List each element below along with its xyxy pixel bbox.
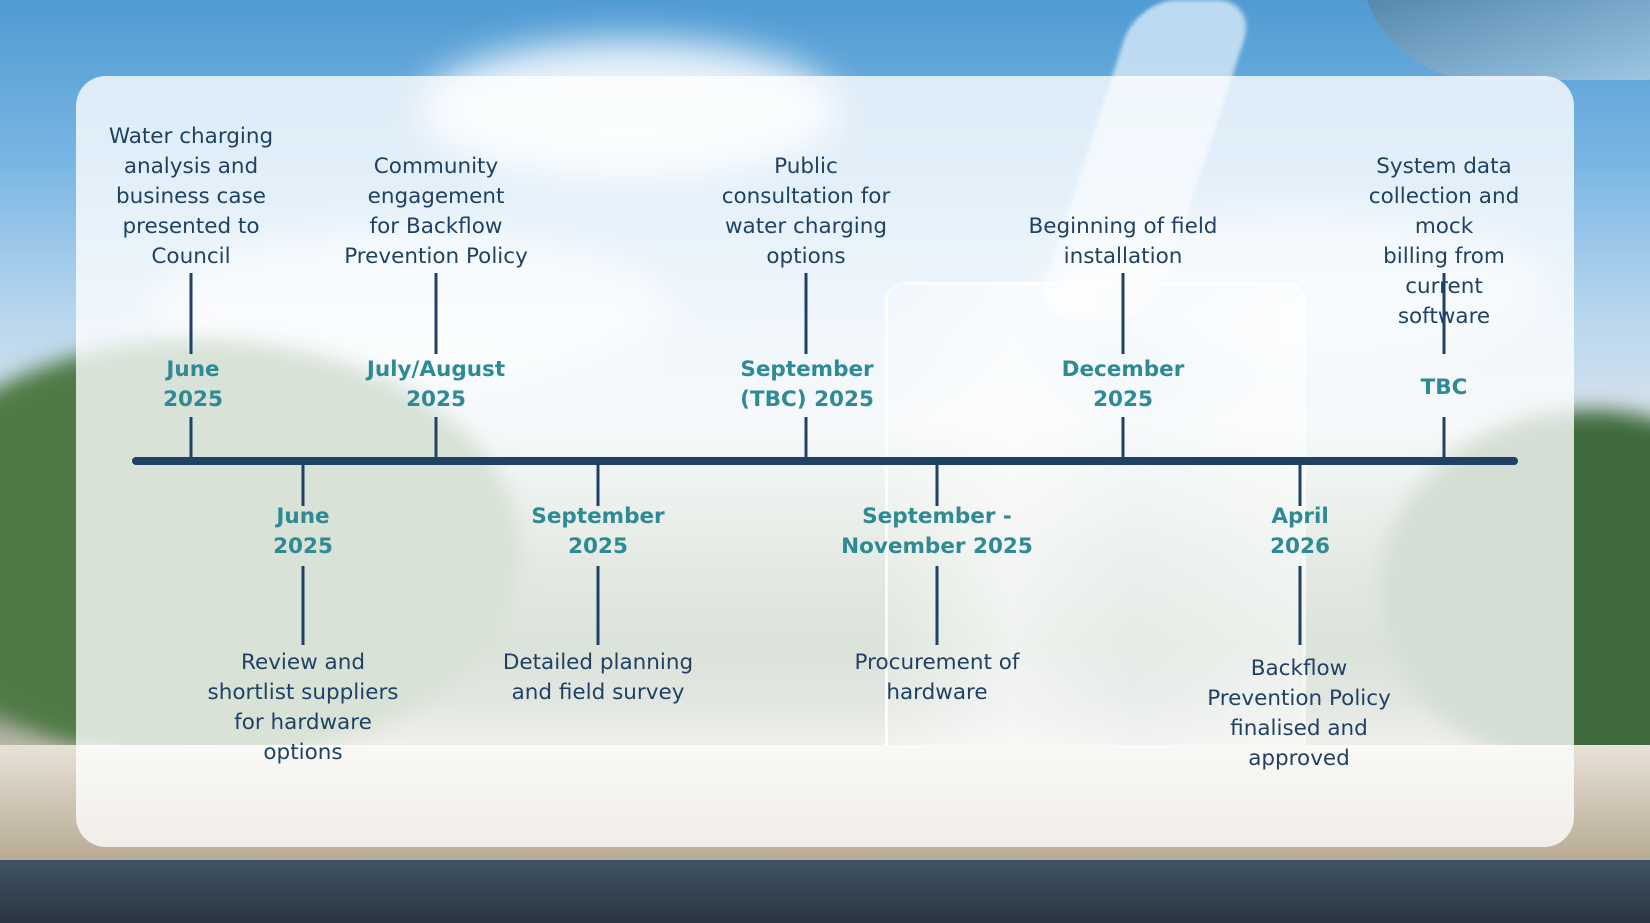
milestone-date-above-1: June 2025 — [163, 357, 223, 412]
milestone-description-above-1: Water charging analysis and business cas… — [108, 124, 274, 269]
milestone-description-below-2: Detailed planning and field survey — [502, 650, 694, 705]
milestone-date-below-3: September - November 2025 — [841, 504, 1033, 559]
milestone-date-below-1: June 2025 — [273, 504, 333, 559]
milestone-description-below-1: Review and shortlist suppliers for hardw… — [207, 650, 399, 765]
milestone-description-above-4: Beginning of field installation — [1028, 214, 1218, 269]
table-edge — [0, 860, 1650, 923]
milestone-description-below-4: Backflow Prevention Policy finalised and… — [1207, 656, 1391, 771]
milestone-description-above-2: Community engagement for Backflow Preven… — [344, 154, 528, 269]
milestone-date-below-4: April 2026 — [1270, 504, 1330, 559]
milestone-date-above-2: July/August 2025 — [366, 357, 506, 412]
milestone-description-above-5: System data collection and mock billing … — [1368, 154, 1520, 329]
milestone-date-above-3: September (TBC) 2025 — [740, 357, 874, 412]
milestone-description-below-3: Procurement of hardware — [854, 650, 1020, 705]
milestone-date-below-2: September 2025 — [531, 504, 665, 559]
milestone-description-above-3: Public consultation for water charging o… — [721, 154, 891, 269]
milestone-date-above-4: December 2025 — [1061, 357, 1185, 412]
milestone-date-above-5: TBC — [1420, 375, 1468, 400]
